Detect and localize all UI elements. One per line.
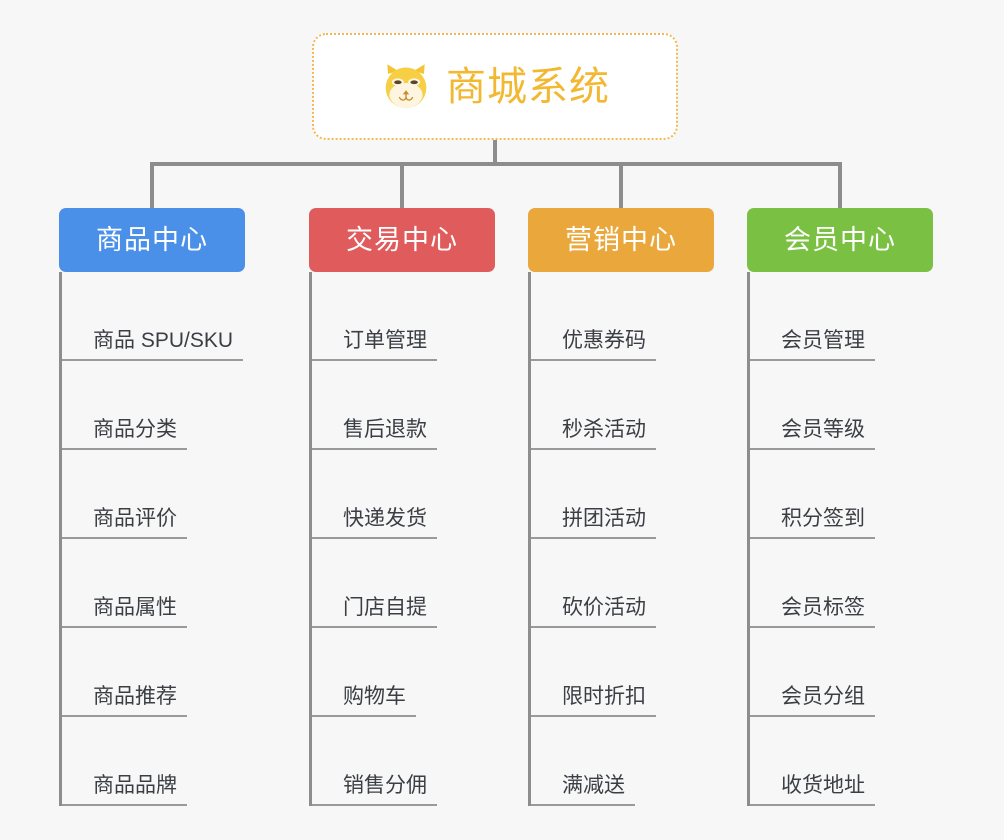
- list-item-label: 商品评价: [93, 507, 177, 530]
- list-item[interactable]: 商品属性: [62, 539, 245, 628]
- list-item[interactable]: 砍价活动: [531, 539, 714, 628]
- category-label: 商品中心: [96, 224, 208, 255]
- item-divider: [531, 359, 656, 361]
- list-item[interactable]: 会员等级: [750, 361, 933, 450]
- item-divider: [750, 804, 875, 806]
- item-divider: [62, 804, 187, 806]
- list-item-label: 满减送: [562, 774, 625, 797]
- connector-horizontal-bus: [150, 162, 840, 166]
- item-divider: [750, 715, 875, 717]
- list-item-label: 砍价活动: [562, 596, 646, 619]
- list-item[interactable]: 秒杀活动: [531, 361, 714, 450]
- list-item-label: 会员管理: [781, 329, 865, 352]
- category-header-2[interactable]: 营销中心: [528, 208, 714, 272]
- list-item[interactable]: 收货地址: [750, 717, 933, 806]
- list-item[interactable]: 快递发货: [312, 450, 495, 539]
- connector-root-stem: [493, 140, 497, 164]
- list-item-label: 订单管理: [343, 329, 427, 352]
- item-divider: [531, 448, 656, 450]
- item-divider: [531, 626, 656, 628]
- category-header-3[interactable]: 会员中心: [747, 208, 933, 272]
- connector-drop-4: [838, 162, 842, 208]
- list-item-label: 拼团活动: [562, 507, 646, 530]
- category-label: 营销中心: [565, 224, 677, 255]
- column-yingxiao-zhongxin: 营销中心 优惠券码 秒杀活动 拼团活动 砍价活动 限时折扣: [528, 208, 714, 806]
- item-divider: [750, 448, 875, 450]
- list-item[interactable]: 商品评价: [62, 450, 245, 539]
- list-item[interactable]: 商品 SPU/SKU: [62, 272, 245, 361]
- item-divider: [312, 626, 437, 628]
- list-item[interactable]: 满减送: [531, 717, 714, 806]
- list-item-label: 会员标签: [781, 596, 865, 619]
- list-item-label: 门店自提: [343, 596, 427, 619]
- sub-item-list: 会员管理 会员等级 积分签到 会员标签 会员分组 收货地址: [747, 272, 933, 806]
- list-item[interactable]: 积分签到: [750, 450, 933, 539]
- connector-drop-3: [619, 162, 623, 208]
- item-divider: [312, 359, 437, 361]
- list-item-label: 积分签到: [781, 507, 865, 530]
- list-item[interactable]: 商品品牌: [62, 717, 245, 806]
- list-item-label: 优惠券码: [562, 329, 646, 352]
- list-item-label: 秒杀活动: [562, 418, 646, 441]
- list-item-label: 售后退款: [343, 418, 427, 441]
- item-divider: [531, 804, 635, 806]
- item-divider: [750, 537, 875, 539]
- list-item-label: 商品品牌: [93, 774, 177, 797]
- column-jiaoyi-zhongxin: 交易中心 订单管理 售后退款 快递发货 门店自提 购物车: [309, 208, 495, 806]
- column-shangpin-zhongxin: 商品中心 商品 SPU/SKU 商品分类 商品评价 商品属性 商品推荐: [59, 208, 245, 806]
- item-divider: [62, 626, 187, 628]
- category-header-0[interactable]: 商品中心: [59, 208, 245, 272]
- sub-item-list: 订单管理 售后退款 快递发货 门店自提 购物车 销售分佣: [309, 272, 495, 806]
- connector-drop-2: [400, 162, 404, 208]
- item-divider: [312, 448, 437, 450]
- sub-item-list: 优惠券码 秒杀活动 拼团活动 砍价活动 限时折扣 满减送: [528, 272, 714, 806]
- item-divider: [62, 448, 187, 450]
- list-item-label: 收货地址: [781, 774, 865, 797]
- item-divider: [62, 359, 243, 361]
- list-item[interactable]: 拼团活动: [531, 450, 714, 539]
- list-item[interactable]: 限时折扣: [531, 628, 714, 717]
- list-item[interactable]: 购物车: [312, 628, 495, 717]
- root-node[interactable]: 商城系统: [312, 33, 678, 140]
- list-item[interactable]: 会员管理: [750, 272, 933, 361]
- item-divider: [62, 537, 187, 539]
- column-huiyuan-zhongxin: 会员中心 会员管理 会员等级 积分签到 会员标签 会员分组: [747, 208, 933, 806]
- item-divider: [62, 715, 187, 717]
- list-item-label: 会员等级: [781, 418, 865, 441]
- connector-drop-1: [150, 162, 154, 208]
- category-label: 会员中心: [784, 224, 896, 255]
- list-item[interactable]: 售后退款: [312, 361, 495, 450]
- list-item-label: 限时折扣: [562, 685, 646, 708]
- list-item-label: 商品分类: [93, 418, 177, 441]
- item-divider: [531, 715, 656, 717]
- list-item-label: 会员分组: [781, 685, 865, 708]
- list-item[interactable]: 会员分组: [750, 628, 933, 717]
- sub-item-list: 商品 SPU/SKU 商品分类 商品评价 商品属性 商品推荐 商品品牌: [59, 272, 245, 806]
- list-item[interactable]: 优惠券码: [531, 272, 714, 361]
- list-item[interactable]: 门店自提: [312, 539, 495, 628]
- item-divider: [750, 626, 875, 628]
- root-title: 商城系统: [446, 64, 610, 109]
- list-item-label: 销售分佣: [343, 774, 427, 797]
- category-label: 交易中心: [346, 224, 458, 255]
- list-item-label: 商品 SPU/SKU: [93, 329, 234, 352]
- list-item-label: 购物车: [343, 685, 406, 708]
- list-item[interactable]: 商品推荐: [62, 628, 245, 717]
- item-divider: [531, 537, 656, 539]
- shiba-dog-face-icon: [380, 61, 432, 113]
- list-item-label: 快递发货: [343, 507, 427, 530]
- item-divider: [312, 715, 416, 717]
- list-item-label: 商品属性: [93, 596, 177, 619]
- list-item[interactable]: 商品分类: [62, 361, 245, 450]
- item-divider: [312, 537, 437, 539]
- list-item[interactable]: 订单管理: [312, 272, 495, 361]
- list-item[interactable]: 会员标签: [750, 539, 933, 628]
- item-divider: [312, 804, 437, 806]
- list-item[interactable]: 销售分佣: [312, 717, 495, 806]
- item-divider: [750, 359, 875, 361]
- category-header-1[interactable]: 交易中心: [309, 208, 495, 272]
- list-item-label: 商品推荐: [93, 685, 177, 708]
